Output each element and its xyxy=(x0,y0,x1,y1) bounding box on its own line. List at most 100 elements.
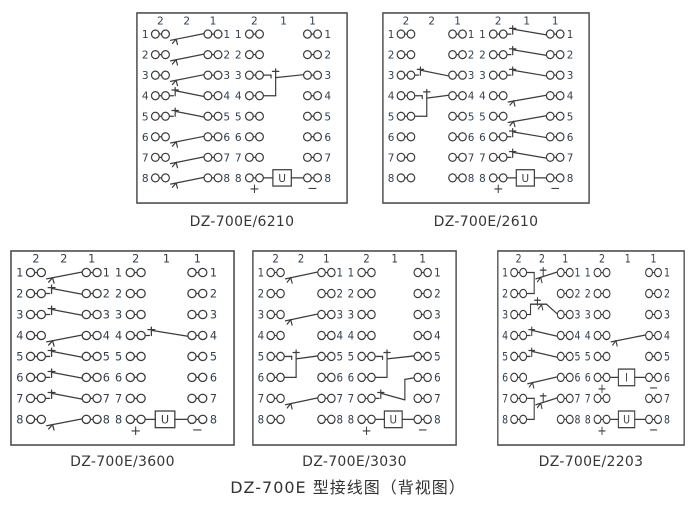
svg-text:7: 7 xyxy=(210,392,217,405)
svg-text:2: 2 xyxy=(337,287,344,301)
svg-text:7: 7 xyxy=(468,151,475,164)
svg-text:2: 2 xyxy=(479,48,486,61)
svg-text:7: 7 xyxy=(434,392,441,406)
svg-text:2: 2 xyxy=(567,48,574,61)
svg-text:7: 7 xyxy=(348,392,355,406)
svg-text:2: 2 xyxy=(103,288,110,301)
svg-text:4: 4 xyxy=(115,330,122,343)
svg-text:2: 2 xyxy=(388,48,395,61)
svg-text:−: − xyxy=(550,180,560,195)
svg-text:1: 1 xyxy=(103,267,110,280)
svg-text:8: 8 xyxy=(210,413,217,426)
svg-text:1: 1 xyxy=(552,14,559,27)
svg-text:4: 4 xyxy=(142,90,149,103)
svg-text:1: 1 xyxy=(523,14,530,27)
svg-text:5: 5 xyxy=(664,351,670,364)
svg-text:3: 3 xyxy=(664,309,670,322)
svg-text:1: 1 xyxy=(210,14,217,27)
svg-text:6: 6 xyxy=(388,131,395,144)
svg-text:8: 8 xyxy=(502,414,508,427)
svg-text:3: 3 xyxy=(258,308,265,322)
svg-text:6: 6 xyxy=(142,131,149,144)
svg-text:6: 6 xyxy=(585,372,591,385)
svg-text:5: 5 xyxy=(210,351,217,364)
svg-text:7: 7 xyxy=(337,392,344,406)
svg-text:2: 2 xyxy=(599,253,605,266)
svg-text:5: 5 xyxy=(502,351,508,364)
svg-text:2: 2 xyxy=(210,288,217,301)
svg-text:1: 1 xyxy=(323,252,330,266)
svg-text:3: 3 xyxy=(575,309,581,322)
svg-text:2: 2 xyxy=(60,253,67,266)
svg-text:4: 4 xyxy=(567,89,574,102)
svg-text:4: 4 xyxy=(324,90,331,103)
svg-text:1: 1 xyxy=(309,14,316,27)
svg-text:3: 3 xyxy=(567,69,574,82)
svg-text:U: U xyxy=(390,413,398,427)
svg-text:U: U xyxy=(278,172,286,185)
svg-text:6: 6 xyxy=(103,372,110,385)
svg-text:4: 4 xyxy=(468,89,475,102)
svg-text:8: 8 xyxy=(348,413,355,427)
svg-text:6: 6 xyxy=(324,131,331,144)
svg-text:1: 1 xyxy=(391,252,398,266)
svg-text:8: 8 xyxy=(468,172,475,185)
svg-text:3: 3 xyxy=(434,308,441,322)
diagram-label-3030: DZ-700E/3030 xyxy=(302,454,407,470)
svg-text:7: 7 xyxy=(223,151,230,164)
svg-text:1: 1 xyxy=(16,267,23,280)
svg-text:4: 4 xyxy=(103,330,110,343)
svg-text:5: 5 xyxy=(324,110,331,123)
svg-text:4: 4 xyxy=(585,330,591,343)
svg-text:2: 2 xyxy=(516,253,522,266)
svg-text:8: 8 xyxy=(575,414,581,427)
svg-text:+: + xyxy=(249,181,259,196)
svg-text:3: 3 xyxy=(324,69,331,82)
svg-text:7: 7 xyxy=(115,392,122,405)
svg-text:4: 4 xyxy=(348,329,355,343)
svg-text:2: 2 xyxy=(115,288,122,301)
svg-text:7: 7 xyxy=(502,393,508,406)
svg-text:7: 7 xyxy=(258,392,265,406)
svg-text:1: 1 xyxy=(280,14,287,27)
svg-text:3: 3 xyxy=(235,69,242,82)
svg-text:5: 5 xyxy=(115,351,122,364)
svg-text:−: − xyxy=(192,423,203,438)
svg-text:2: 2 xyxy=(223,48,230,61)
svg-text:6: 6 xyxy=(258,371,265,385)
svg-text:3: 3 xyxy=(115,309,122,322)
svg-text:1: 1 xyxy=(454,14,461,27)
svg-text:1: 1 xyxy=(115,267,122,280)
svg-text:4: 4 xyxy=(575,330,581,343)
svg-text:1: 1 xyxy=(337,266,344,280)
svg-text:3: 3 xyxy=(585,309,591,322)
svg-text:−: − xyxy=(307,180,317,195)
svg-text:6: 6 xyxy=(235,131,242,144)
svg-text:7: 7 xyxy=(664,393,670,406)
svg-text:8: 8 xyxy=(142,172,149,185)
svg-text:6: 6 xyxy=(223,131,230,144)
diagram-label-3600: DZ-700E/3600 xyxy=(70,454,175,470)
svg-text:4: 4 xyxy=(502,330,508,343)
svg-text:2: 2 xyxy=(434,287,441,301)
svg-text:2: 2 xyxy=(428,14,435,27)
svg-text:6: 6 xyxy=(502,372,508,385)
svg-text:2: 2 xyxy=(502,288,508,301)
svg-text:7: 7 xyxy=(103,392,110,405)
svg-text:1: 1 xyxy=(468,28,475,41)
svg-text:1: 1 xyxy=(664,267,670,280)
svg-text:5: 5 xyxy=(103,351,110,364)
svg-text:2: 2 xyxy=(324,48,331,61)
svg-text:7: 7 xyxy=(324,151,331,164)
svg-text:2: 2 xyxy=(575,288,581,301)
svg-text:8: 8 xyxy=(388,172,395,185)
svg-text:5: 5 xyxy=(388,110,395,123)
svg-text:1: 1 xyxy=(434,266,441,280)
